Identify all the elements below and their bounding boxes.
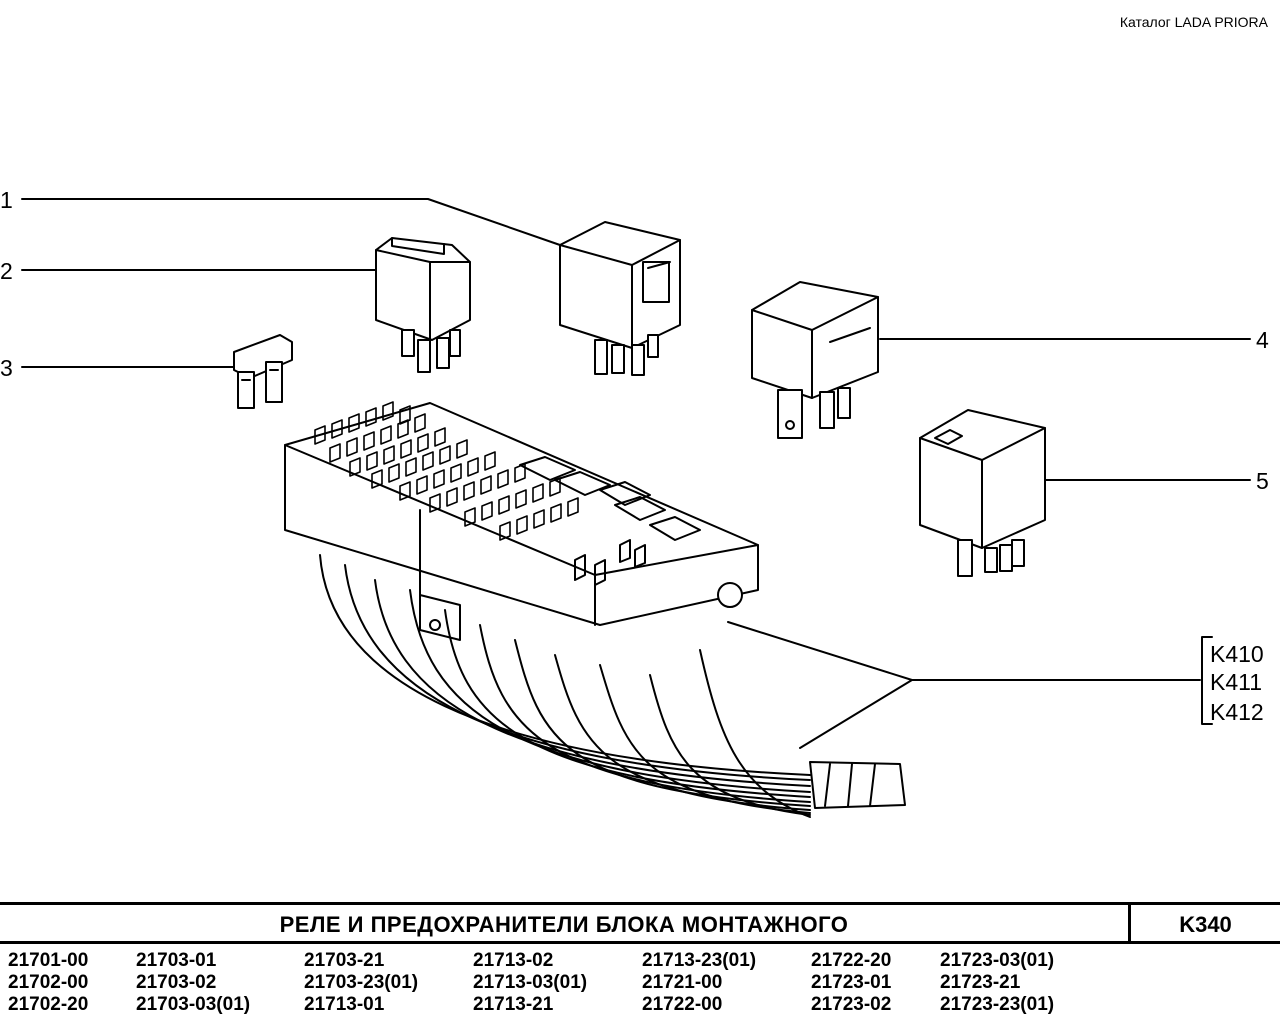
model-column: 21722-20 21723-01 21723-02 bbox=[811, 950, 891, 1016]
model-column: 21703-01 21703-02 21703-03(01) bbox=[136, 950, 250, 1016]
leader-line-k2 bbox=[799, 679, 913, 749]
model-code: 21713-03(01) bbox=[473, 972, 588, 993]
exploded-parts-diagram: 1 2 3 4 5 K410 K411 K412 bbox=[0, 187, 1269, 818]
relay-4-drawing bbox=[751, 281, 879, 439]
section-title: РЕЛЕ И ПРЕДОХРАНИТЕЛИ БЛОКА МОНТАЖНОГО bbox=[279, 912, 849, 937]
leader-line-1 bbox=[21, 198, 561, 246]
leader-line-k bbox=[727, 621, 1201, 681]
kit-code-k411: K411 bbox=[1210, 669, 1262, 695]
mounting-block-drawing bbox=[284, 401, 759, 641]
model-code: 21723-03(01) bbox=[940, 950, 1055, 971]
model-code: 21723-02 bbox=[811, 994, 892, 1015]
model-code: 21722-00 bbox=[642, 994, 723, 1015]
model-code: 21723-21 bbox=[940, 972, 1021, 993]
relay-2-drawing bbox=[375, 237, 471, 373]
callout-4: 4 bbox=[1256, 327, 1269, 353]
section-code: K340 bbox=[1179, 912, 1232, 937]
relay-5-drawing bbox=[919, 409, 1046, 577]
title-divider bbox=[1128, 905, 1131, 941]
model-code: 21703-23(01) bbox=[304, 972, 419, 993]
model-column: 21703-21 21703-23(01) 21713-01 bbox=[304, 950, 418, 1016]
model-code: 21713-23(01) bbox=[642, 950, 757, 971]
model-code: 21723-01 bbox=[811, 972, 892, 993]
model-code: 21703-01 bbox=[136, 950, 217, 971]
model-column: 21723-03(01) 21723-21 21723-23(01) bbox=[940, 950, 1054, 1016]
callout-2: 2 bbox=[0, 258, 13, 284]
model-code: 21713-02 bbox=[473, 950, 554, 971]
model-code: 21721-00 bbox=[642, 972, 723, 993]
model-code: 21713-01 bbox=[304, 994, 385, 1015]
callout-1: 1 bbox=[0, 187, 13, 213]
wire-harness-drawing bbox=[319, 554, 906, 818]
relay-1-drawing bbox=[559, 221, 681, 376]
model-column: 21713-02 21713-03(01) 21713-21 bbox=[473, 950, 587, 1016]
model-code: 21701-00 bbox=[8, 950, 89, 971]
model-code: 21702-20 bbox=[8, 994, 89, 1015]
kit-code-k412: K412 bbox=[1210, 699, 1264, 725]
model-code: 21702-00 bbox=[8, 972, 89, 993]
kit-code-k410: K410 bbox=[1210, 641, 1264, 667]
model-code: 21703-02 bbox=[136, 972, 217, 993]
callout-5: 5 bbox=[1256, 468, 1269, 494]
model-code: 21723-23(01) bbox=[940, 994, 1055, 1015]
model-code: 21703-21 bbox=[304, 950, 385, 971]
callout-3: 3 bbox=[0, 355, 13, 381]
catalog-header: Каталог LADA PRIORA bbox=[1119, 14, 1268, 30]
fuse-3-drawing bbox=[233, 334, 293, 409]
model-code: 21703-03(01) bbox=[136, 994, 251, 1015]
model-code: 21722-20 bbox=[811, 950, 892, 971]
model-column: 21713-23(01) 21721-00 21722-00 bbox=[642, 950, 756, 1016]
title-bar: РЕЛЕ И ПРЕДОХРАНИТЕЛИ БЛОКА МОНТАЖНОГО K… bbox=[0, 902, 1280, 944]
k-bracket bbox=[1201, 636, 1213, 725]
model-code: 21713-21 bbox=[473, 994, 554, 1015]
model-column: 21701-00 21702-00 21702-20 bbox=[8, 950, 88, 1016]
